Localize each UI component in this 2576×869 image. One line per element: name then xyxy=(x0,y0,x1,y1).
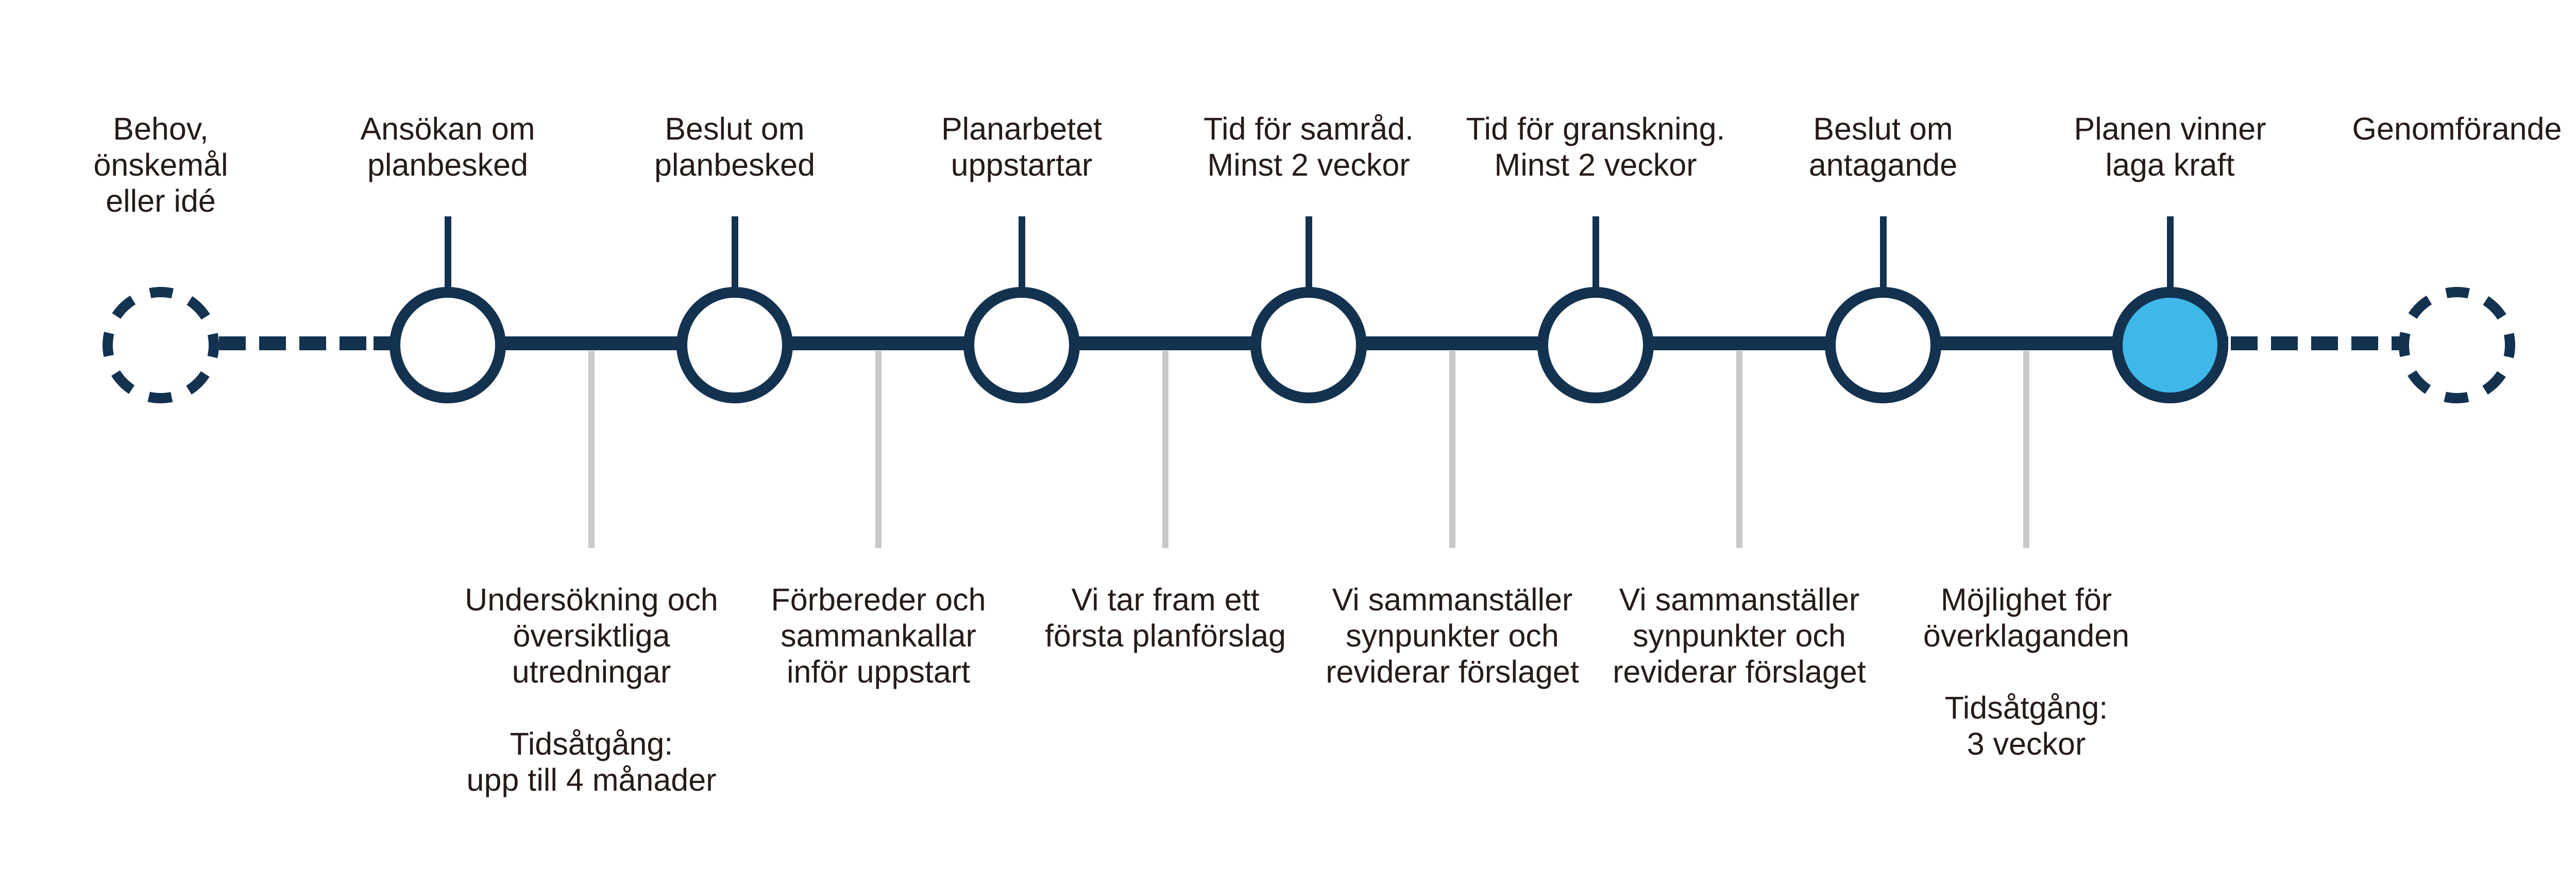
node-label-genomforande: Genomförande xyxy=(2352,111,2562,146)
dashed-connector-right xyxy=(2231,336,2401,350)
node-circle-dashed-genomforande xyxy=(2399,287,2515,403)
node-circle-planarbetet xyxy=(963,287,1080,403)
stem-line-planarbetet xyxy=(1018,216,1025,295)
gray-connector-line xyxy=(2023,351,2029,548)
note-text: Undersökning och översiktliga utredninga… xyxy=(465,582,718,689)
note-block: Vi tar fram ett första planförslag xyxy=(995,582,1335,654)
note-duration: Tidsåtgång: upp till 4 månader xyxy=(466,726,717,797)
node-label-granskning: Tid för granskning. Minst 2 veckor xyxy=(1466,111,1725,182)
note-block: Vi sammanställer synpunkter och revidera… xyxy=(1282,582,1622,690)
stem-line-laga-kraft xyxy=(2166,216,2174,295)
node-label-samrad: Tid för samråd. Minst 2 veckor xyxy=(1204,111,1414,182)
gray-connector-line xyxy=(588,351,595,548)
node-circle-samrad xyxy=(1250,287,1367,403)
note-text: Vi tar fram ett första planförslag xyxy=(1045,582,1286,653)
gray-connector-line xyxy=(1449,351,1455,548)
note-text: Förbereder och sammankallar inför uppsta… xyxy=(771,582,986,689)
stem-line-ansokan xyxy=(444,216,451,295)
stem-line-beslut-plan xyxy=(731,216,738,295)
note-block: Undersökning och översiktliga utredninga… xyxy=(421,582,761,798)
node-label-planarbetet: Planarbetet uppstartar xyxy=(941,111,1102,182)
note-text: Vi sammanställer synpunkter och revidera… xyxy=(1326,582,1579,689)
node-circle-ansokan xyxy=(389,287,506,403)
node-label-behov: Behov, önskemål eller idé xyxy=(93,111,228,218)
stem-line-antagande xyxy=(1879,216,1887,295)
gray-connector-line xyxy=(1736,351,1742,548)
node-circle-dashed-behov xyxy=(103,287,219,403)
stem-line-granskning xyxy=(1592,216,1599,295)
note-duration: Tidsåtgång: 3 veckor xyxy=(1944,690,2108,761)
note-block: Vi sammanställer synpunkter och revidera… xyxy=(1569,582,1909,690)
note-text: Vi sammanställer synpunkter och revidera… xyxy=(1613,582,1866,689)
node-label-laga-kraft: Planen vinner laga kraft xyxy=(2074,111,2266,182)
node-label-antagande: Beslut om antagande xyxy=(1808,111,1958,182)
node-circle-antagande xyxy=(1825,287,1941,403)
node-circle-granskning xyxy=(1537,287,1654,403)
node-label-ansokan: Ansökan om planbesked xyxy=(360,111,535,182)
note-text: Möjlighet för överklaganden xyxy=(1923,582,2130,653)
node-label-beslut-plan: Beslut om planbesked xyxy=(654,111,816,182)
gray-connector-line xyxy=(875,351,882,548)
gray-connector-line xyxy=(1162,351,1168,548)
dashed-connector-left xyxy=(219,336,371,350)
note-block: Förbereder och sammankallar inför uppsta… xyxy=(708,582,1048,690)
stem-line-samrad xyxy=(1305,216,1312,295)
node-circle-laga-kraft xyxy=(2112,287,2228,403)
node-circle-beslut-plan xyxy=(676,287,793,403)
